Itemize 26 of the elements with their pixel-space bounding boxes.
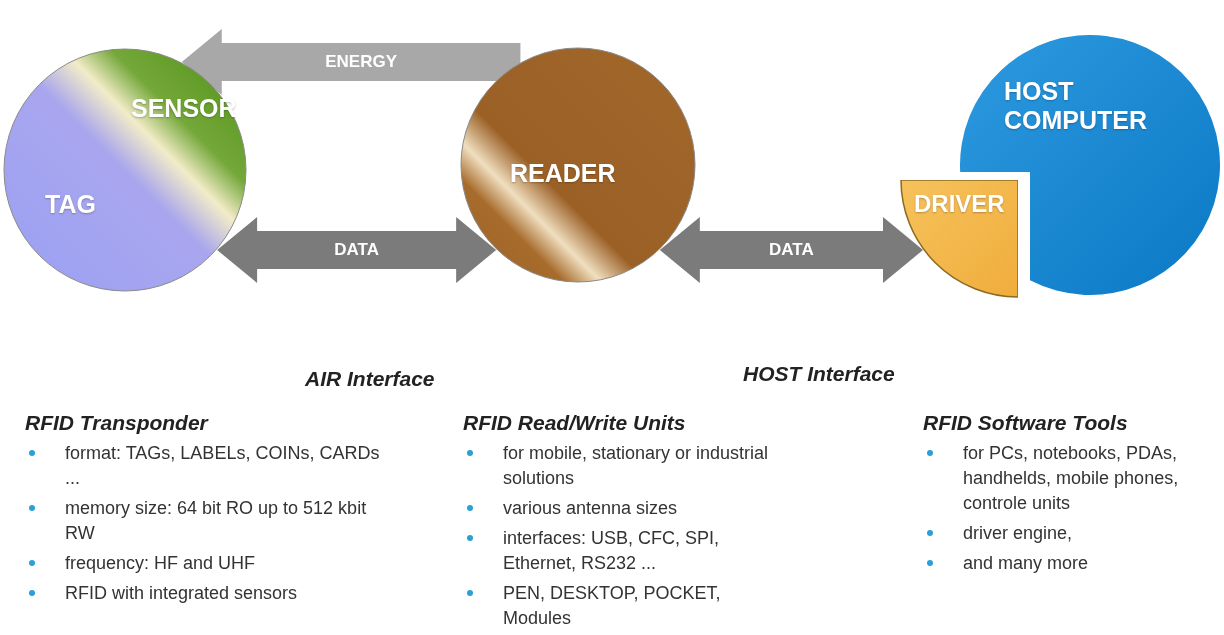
bullet-text: driver engine, (963, 522, 1073, 546)
interface-label: HOST Interface (743, 361, 895, 387)
bullet-text: format: TAGs, LABELs, COINs, CARDs ... (65, 442, 381, 491)
column-heading: RFID Software Tools (923, 410, 1129, 436)
host-computer-label: HOST COMPUTER (1004, 77, 1149, 135)
edge-label: DATA (769, 239, 814, 262)
block-arrow (217, 217, 497, 283)
column-heading: RFID Read/Write Units (463, 410, 687, 436)
bullet-text: frequency: HF and UHF (65, 552, 256, 576)
block-arrow (659, 217, 923, 283)
bullet-text: and many more (963, 552, 1089, 576)
edge-label: DATA (334, 239, 379, 262)
tag-circle (3, 48, 247, 292)
tag-label: TAG (45, 190, 96, 219)
reader-label: READER (510, 159, 616, 188)
column-heading: RFID Transponder (25, 410, 210, 436)
reader-circle (460, 47, 696, 283)
bullet-text: PEN, DESKTOP, POCKET, Modules (503, 582, 722, 631)
driver-shape (900, 180, 1018, 298)
interface-label: AIR Interface (305, 366, 435, 392)
edge-label: ENERGY (325, 51, 397, 74)
bullet-text: interfaces: USB, CFC, SPI, Ethernet, RS232 ... (503, 527, 721, 576)
bullet-text: RFID with integrated sensors (65, 582, 298, 606)
driver-label: DRIVER (914, 190, 1005, 218)
bullet-text: various antenna sizes (503, 497, 678, 521)
block-arrow (181, 29, 521, 95)
